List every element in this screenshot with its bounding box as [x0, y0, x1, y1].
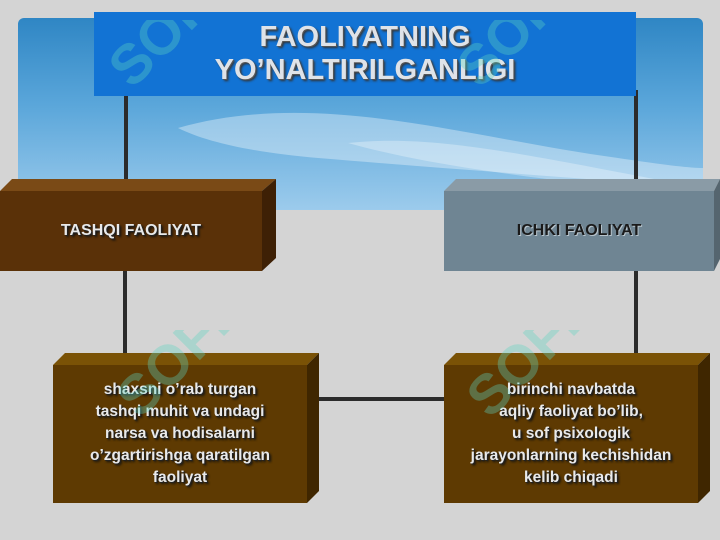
title-line-2: YO’NALTIRILGANLIGI [214, 54, 516, 86]
internal-description-text: birinchi navbatda aqliy faoliyat bo’lib,… [444, 365, 698, 503]
connector-left-top [124, 90, 128, 182]
internal-desc-line: u sof psixologik [512, 425, 630, 442]
external-description-text: shaxsni o’rab turgan tashqi muhit va und… [53, 365, 307, 503]
external-desc-line: tashqi muhit va undagi [95, 403, 265, 420]
internal-desc-line: jarayonlarning kechishidan [470, 447, 672, 464]
external-desc-line: narsa va hodisalarni [105, 425, 255, 442]
internal-desc-line: birinchi navbatda [506, 381, 636, 398]
external-activity-label: TASHQI FAOLIYAT [60, 222, 202, 239]
internal-desc-line: kelib chiqadi [524, 469, 618, 486]
connector-horizontal [318, 397, 446, 401]
external-desc-line: o’zgartirishga qaratilgan [89, 447, 270, 464]
internal-activity-box: ICHKI FAOLIYAT [444, 179, 720, 272]
external-description-box: shaxsni o’rab turgan tashqi muhit va und… [53, 353, 319, 503]
connector-right-bottom [634, 270, 638, 355]
connector-right-top [634, 90, 638, 182]
external-activity-box: TASHQI FAOLIYAT [0, 179, 276, 272]
internal-desc-line: aqliy faoliyat bo’lib, [499, 403, 643, 420]
external-desc-line: shaxsni o’rab turgan [103, 381, 257, 398]
external-desc-line: faoliyat [152, 469, 208, 486]
internal-activity-label: ICHKI FAOLIYAT [516, 222, 642, 239]
diagram-title: FAOLIYATNING YO’NALTIRILGANLIGI [94, 12, 636, 96]
internal-description-box: birinchi navbatda aqliy faoliyat bo’lib,… [444, 353, 710, 503]
title-line-1: FAOLIYATNING [259, 21, 471, 53]
connector-left-bottom [123, 270, 127, 355]
